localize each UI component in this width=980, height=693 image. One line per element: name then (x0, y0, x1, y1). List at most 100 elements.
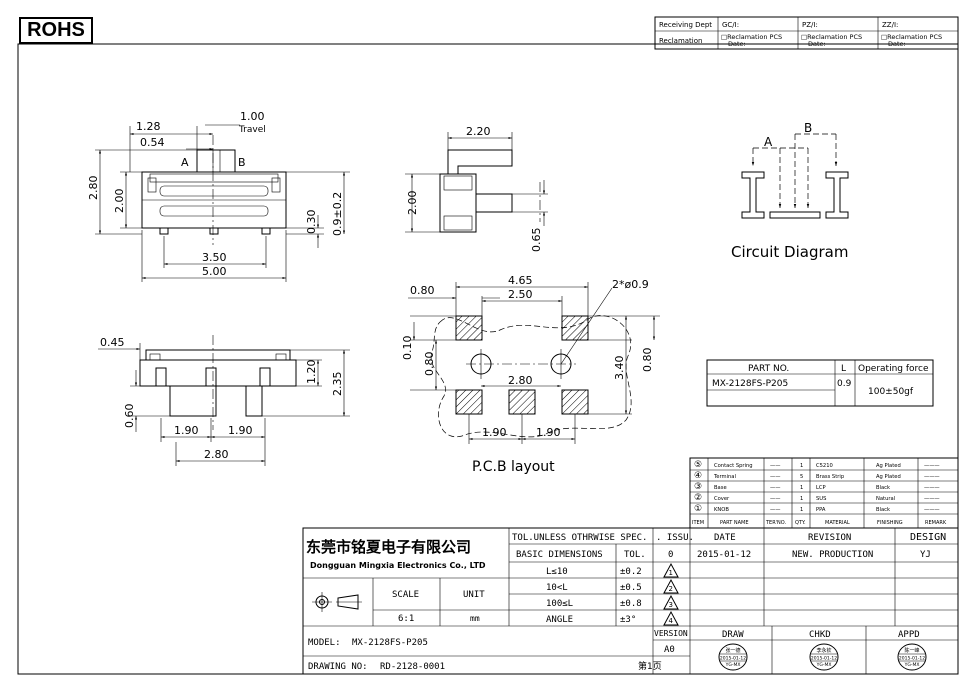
projection-symbol-icon (312, 592, 362, 612)
chkd-label: CHKD (809, 630, 831, 640)
gc-col: GC/I: (722, 21, 739, 29)
pcb-dim-0-10: 0.10 (401, 336, 414, 361)
drawing-no-label: DRAWING NO: (308, 662, 368, 672)
bom-cell-fin: Black (876, 485, 890, 491)
company-name-en: Dongguan Mingxia Electronics Co., LTD (310, 561, 486, 570)
tol-range: L≤10 (546, 567, 568, 577)
l-header: L (841, 364, 846, 374)
pcb-dim-4-65: 4.65 (508, 274, 533, 287)
design-value: YJ (920, 550, 931, 560)
recl-pcs-3: □Reclamation PCS (881, 33, 942, 41)
stamp-tag: YG-MX (816, 662, 832, 668)
reclamation-label: Reclamation (659, 37, 702, 45)
bom-h-rem: REMARK (925, 520, 947, 526)
version-value: A0 (664, 645, 675, 655)
side-dim-2-00: 2.00 (406, 191, 419, 216)
date-1: Date: (728, 40, 746, 48)
bottom-dim-1-90a: 1.90 (174, 424, 199, 437)
model-label: MODEL: (308, 638, 341, 648)
pcb-dim-1-90b: 1.90 (536, 426, 561, 439)
bom-cell-fin: Natural (876, 496, 895, 502)
bom-cell-mat: Brass Strip (816, 474, 845, 480)
bottom-dim-0-45: 0.45 (100, 336, 125, 349)
bom-cell-ter: —— (770, 474, 780, 480)
issu-value: 0 (668, 550, 673, 560)
bottom-dim-1-90b: 1.90 (228, 424, 253, 437)
bom-cell-ter: —— (770, 485, 780, 491)
travel-label: Travel (238, 125, 266, 135)
bom-cell-mat: C5210 (816, 463, 833, 469)
bom-cell-rem: ——— (924, 463, 940, 469)
label-b: B (238, 156, 246, 169)
pcb-pad-4 (508, 389, 536, 415)
model-value: MX-2128FS-P205 (352, 638, 428, 648)
bom-cell-item: ③ (694, 482, 702, 492)
bom-cell-item: ② (694, 493, 702, 503)
force-header: Operating force (858, 364, 929, 374)
bom-cell-item: ① (694, 504, 702, 514)
tol-header: TOL.UNLESS OTHRWISE SPEC. (512, 533, 647, 543)
approval-stamp (718, 643, 748, 671)
side-dim-2-20: 2.20 (466, 125, 491, 138)
bom-cell-qty: 1 (800, 485, 803, 491)
bom-cell-qty: 1 (800, 507, 803, 513)
revision-header: REVISION (808, 533, 851, 543)
tol-range: ANGLE (546, 615, 573, 625)
receiving-dept-label: Receiving Dept (659, 21, 712, 29)
drawing-no-value: RD-2128-0001 (380, 662, 445, 672)
appd-label: APPD (898, 630, 920, 640)
stamp-date: 2015-01-12 (899, 656, 925, 662)
revision-number: 3 (669, 601, 673, 609)
revision-triangle-icon (663, 578, 679, 594)
stamp-name: 张一德 (725, 647, 740, 654)
bottom-dim-0-60: 0.60 (123, 404, 136, 429)
dim-1-00: 1.00 (240, 110, 265, 123)
bom-cell-qty: 1 (800, 496, 803, 502)
pcb-dim-1-90a: 1.90 (482, 426, 507, 439)
bom-cell-ter: —— (770, 507, 780, 513)
pcb-pad-1 (455, 315, 483, 341)
unit-label: UNIT (463, 590, 485, 600)
date-3: Date: (888, 40, 906, 48)
unit-value: mm (470, 614, 480, 623)
bom-cell-ter: —— (770, 496, 780, 502)
page-number: 第1页 (638, 660, 662, 672)
bom-h-name: PART NAME (720, 520, 749, 526)
bom-cell-ter: —— (770, 463, 780, 469)
bom-cell-mat: PPA (816, 507, 826, 513)
pcb-dim-2-50: 2.50 (508, 288, 533, 301)
part-no-header: PART NO. (748, 364, 789, 374)
tol-range: 10<L (546, 583, 568, 593)
tol-value: ±3° (620, 615, 636, 625)
force-value: 100±50gf (868, 387, 914, 397)
dim-0-54: 0.54 (140, 136, 165, 149)
bom-cell-rem: ——— (924, 474, 940, 480)
bom-cell-mat: LCP (816, 485, 826, 491)
dim-5-00: 5.00 (202, 265, 227, 278)
rohs-mark: ROHS (19, 17, 93, 44)
design-header: DESIGN (910, 532, 946, 543)
basic-dim-label: BASIC DIMENSIONS (516, 550, 603, 560)
revision-number: 4 (669, 617, 674, 625)
stamp-name: 陈一峰 (904, 647, 919, 654)
issu-header: . ISSU. (656, 533, 694, 543)
bom-cell-name: Cover (714, 496, 730, 502)
tol-range: 100≤L (546, 599, 573, 609)
bom-h-item: ITEM (692, 520, 704, 526)
bom-cell-mat: SUS (816, 496, 826, 502)
revision-number: 1 (669, 569, 673, 577)
bom-cell-fin: Ag Plated (876, 474, 901, 480)
dim-2-80: 2.80 (87, 176, 100, 201)
zz-col: ZZ/I: (882, 21, 898, 29)
label-a: A (181, 156, 189, 169)
bom-cell-qty: 5 (800, 474, 803, 480)
bom-cell-item: ④ (694, 471, 702, 481)
bom-h-mat: MATERIAL (825, 520, 850, 526)
date-value: 2015-01-12 (697, 550, 751, 560)
pcb-pad-2 (561, 315, 589, 341)
tol-value: ±0.8 (620, 599, 642, 609)
dim-0-30: 0.30 (305, 210, 318, 235)
bottom-dim-2-80: 2.80 (204, 448, 229, 461)
dim-0-9: 0.9±0.2 (331, 192, 344, 236)
